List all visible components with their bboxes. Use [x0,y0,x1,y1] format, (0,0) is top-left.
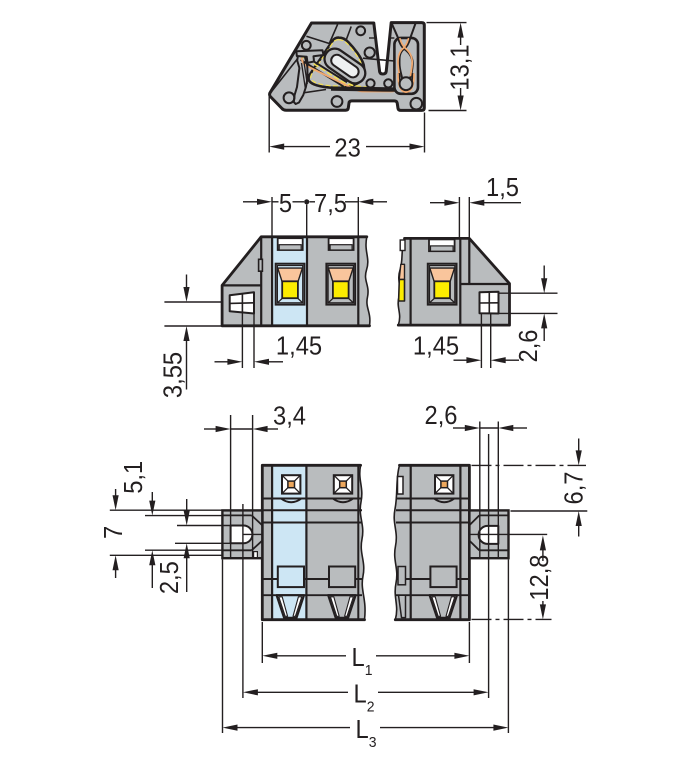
svg-text:3,4: 3,4 [273,403,306,431]
svg-text:2,5: 2,5 [156,561,184,594]
svg-text:2,6: 2,6 [425,402,458,430]
svg-text:1,45: 1,45 [276,333,322,361]
svg-text:5: 5 [279,190,292,218]
svg-text:7: 7 [100,526,128,539]
svg-text:7,5: 7,5 [314,190,347,218]
svg-text:5,1: 5,1 [120,461,148,494]
svg-text:2,6: 2,6 [515,330,543,363]
svg-text:1,45: 1,45 [413,333,459,361]
svg-text:13,1: 13,1 [447,44,475,90]
svg-text:3,55: 3,55 [160,352,188,398]
svg-text:6,7: 6,7 [561,472,589,505]
svg-text:12,8: 12,8 [526,555,554,601]
svg-text:1,5: 1,5 [486,174,519,202]
svg-text:23: 23 [334,135,360,163]
